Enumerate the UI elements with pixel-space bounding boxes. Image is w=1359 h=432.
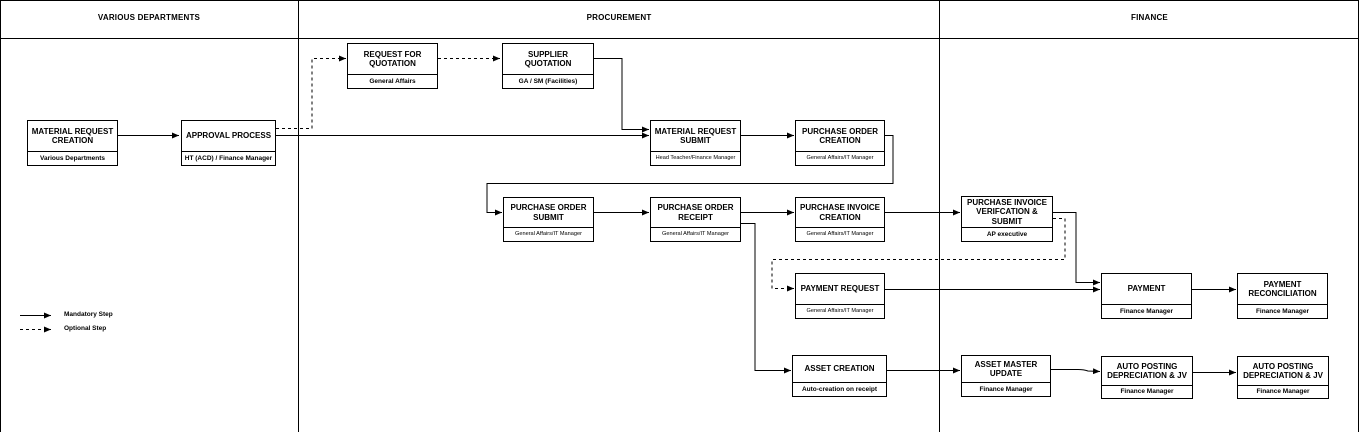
node-title: SUPPLIER QUOTATION xyxy=(503,44,593,75)
node-title: ASSET MASTER UPDATE xyxy=(962,356,1050,383)
node-purchase-invoice-verification[interactable]: PURCHASE INVOICE VERIFCATION & SUBMIT AP… xyxy=(961,196,1053,242)
node-role: HT (ACD) / Finance Manager xyxy=(184,154,273,162)
edge-supplier-to-mrsubmit xyxy=(594,58,649,133)
node-role: AP executive xyxy=(986,230,1028,238)
edge-poreceipt-to-asset xyxy=(741,223,791,374)
node-role: Various Departments xyxy=(39,154,106,162)
node-payment-request[interactable]: PAYMENT REQUEST General Affairs/IT Manag… xyxy=(795,273,885,319)
node-role: General Affairs/IT Manager xyxy=(806,308,874,314)
node-title: PURCHASE ORDER CREATION xyxy=(796,121,884,152)
node-title: APPROVAL PROCESS xyxy=(182,121,275,152)
node-role: General Affairs/IT Manager xyxy=(806,231,874,237)
node-title: PAYMENT RECONCILIATION xyxy=(1238,274,1327,305)
node-title: PURCHASE ORDER RECEIPT xyxy=(651,198,740,228)
node-title: PAYMENT xyxy=(1102,274,1191,305)
node-title: PURCHASE INVOICE VERIFCATION & SUBMIT xyxy=(962,197,1052,228)
node-role: General Affairs/IT Manager xyxy=(662,231,729,237)
node-purchase-order-submit[interactable]: PURCHASE ORDER SUBMIT General Affairs/IT… xyxy=(503,197,594,242)
node-title: PAYMENT REQUEST xyxy=(796,274,884,305)
node-role: Finance Manager xyxy=(1120,388,1174,395)
edge-master-to-autopost1 xyxy=(1051,368,1101,375)
node-title: MATERIAL REQUEST SUBMIT xyxy=(651,121,740,152)
node-title: AUTO POSTING DEPRECIATION & JV xyxy=(1238,357,1328,386)
node-payment-reconciliation[interactable]: PAYMENT RECONCILIATION Finance Manager xyxy=(1237,273,1328,319)
node-asset-creation[interactable]: ASSET CREATION Auto-creation on receipt xyxy=(792,355,887,397)
node-role: Finance Manager xyxy=(1256,388,1310,395)
node-purchase-invoice-creation[interactable]: PURCHASE INVOICE CREATION General Affair… xyxy=(795,197,885,242)
node-role: Auto-creation on receipt xyxy=(801,385,878,393)
node-title: PURCHASE ORDER SUBMIT xyxy=(504,198,593,228)
node-title: MATERIAL REQUEST CREATION xyxy=(28,121,117,152)
legend-optional-label: Optional Step xyxy=(64,325,107,332)
node-purchase-order-receipt[interactable]: PURCHASE ORDER RECEIPT General Affairs/I… xyxy=(650,197,741,242)
node-approval-process[interactable]: APPROVAL PROCESS HT (ACD) / Finance Mana… xyxy=(181,120,276,166)
node-payment[interactable]: PAYMENT Finance Manager xyxy=(1101,273,1192,319)
node-title: REQUEST FOR QUOTATION xyxy=(348,44,437,75)
edge-piverify-to-payreq xyxy=(771,218,1066,292)
node-title: PURCHASE INVOICE CREATION xyxy=(796,198,884,228)
node-purchase-order-creation[interactable]: PURCHASE ORDER CREATION General Affairs/… xyxy=(795,120,885,166)
legend-mandatory-label: Mandatory Step xyxy=(64,311,113,318)
node-auto-posting-depreciation-1[interactable]: AUTO POSTING DEPRECIATION & JV Finance M… xyxy=(1101,356,1193,399)
node-request-for-quotation[interactable]: REQUEST FOR QUOTATION General Affairs xyxy=(347,43,438,89)
node-role: General Affairs/IT Manager xyxy=(806,155,874,161)
node-asset-master-update[interactable]: ASSET MASTER UPDATE Finance Manager xyxy=(961,355,1051,397)
edge-approval-to-rfq xyxy=(276,55,346,129)
lane-title-procurement: PROCUREMENT xyxy=(586,13,652,22)
node-role: Finance Manager xyxy=(1119,307,1174,315)
lane-title-various-departments: VARIOUS DEPARTMENTS xyxy=(97,13,201,22)
node-material-request-submit[interactable]: MATERIAL REQUEST SUBMIT Head Teacher/Fin… xyxy=(650,120,741,166)
node-supplier-quotation[interactable]: SUPPLIER QUOTATION GA / SM (Facilities) xyxy=(502,43,594,89)
edge-piverify-to-payment xyxy=(1053,212,1100,286)
node-role: GA / SM (Facilities) xyxy=(518,77,578,85)
lane-title-finance: FINANCE xyxy=(1131,13,1168,22)
node-role: General Affairs xyxy=(369,77,416,85)
node-material-request-creation[interactable]: MATERIAL REQUEST CREATION Various Depart… xyxy=(27,120,118,166)
node-role: Finance Manager xyxy=(1255,307,1310,315)
node-auto-posting-depreciation-2[interactable]: AUTO POSTING DEPRECIATION & JV Finance M… xyxy=(1237,356,1329,399)
edge-pocreation-to-posubmit xyxy=(486,135,894,216)
node-role: Finance Manager xyxy=(979,385,1033,393)
node-role: Head Teacher/Finance Manager xyxy=(655,155,736,161)
node-title: AUTO POSTING DEPRECIATION & JV xyxy=(1102,357,1192,386)
node-title: ASSET CREATION xyxy=(793,356,886,383)
node-role: General Affairs/IT Manager xyxy=(515,231,582,237)
